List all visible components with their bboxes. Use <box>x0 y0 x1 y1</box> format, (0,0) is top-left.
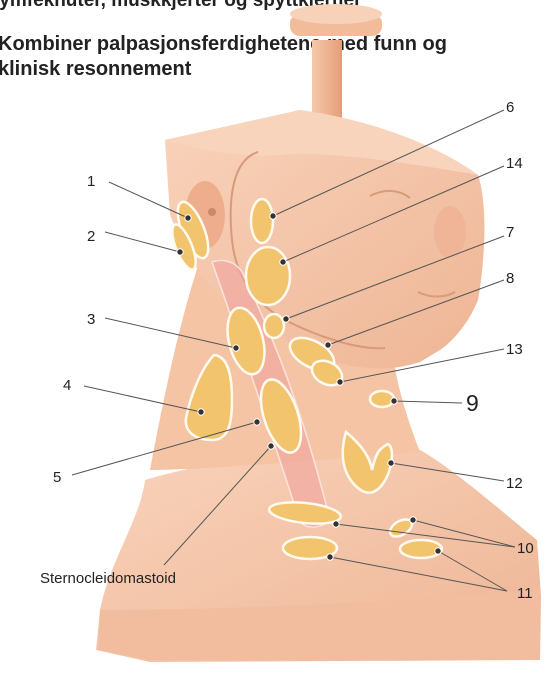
label-3: 3 <box>87 311 95 328</box>
label-10: 10 <box>517 540 534 557</box>
label-12: 12 <box>506 475 523 492</box>
node-7 <box>264 314 284 338</box>
label-8: 8 <box>506 270 514 287</box>
label-sternocleidomastoid: Sternocleidomastoid <box>40 570 176 587</box>
label-9: 9 <box>466 390 479 416</box>
node-6 <box>251 199 273 243</box>
label-6: 6 <box>506 99 514 116</box>
label-1: 1 <box>87 173 95 190</box>
label-5: 5 <box>53 469 61 486</box>
node-14 <box>246 247 290 305</box>
label-2: 2 <box>87 228 95 245</box>
label-7: 7 <box>506 224 514 241</box>
ear-hole <box>208 208 216 216</box>
label-13: 13 <box>506 341 523 358</box>
label-14: 14 <box>506 155 523 172</box>
nose <box>434 206 466 258</box>
label-4: 4 <box>63 377 71 394</box>
node-9 <box>370 391 394 407</box>
label-11: 11 <box>517 585 533 602</box>
